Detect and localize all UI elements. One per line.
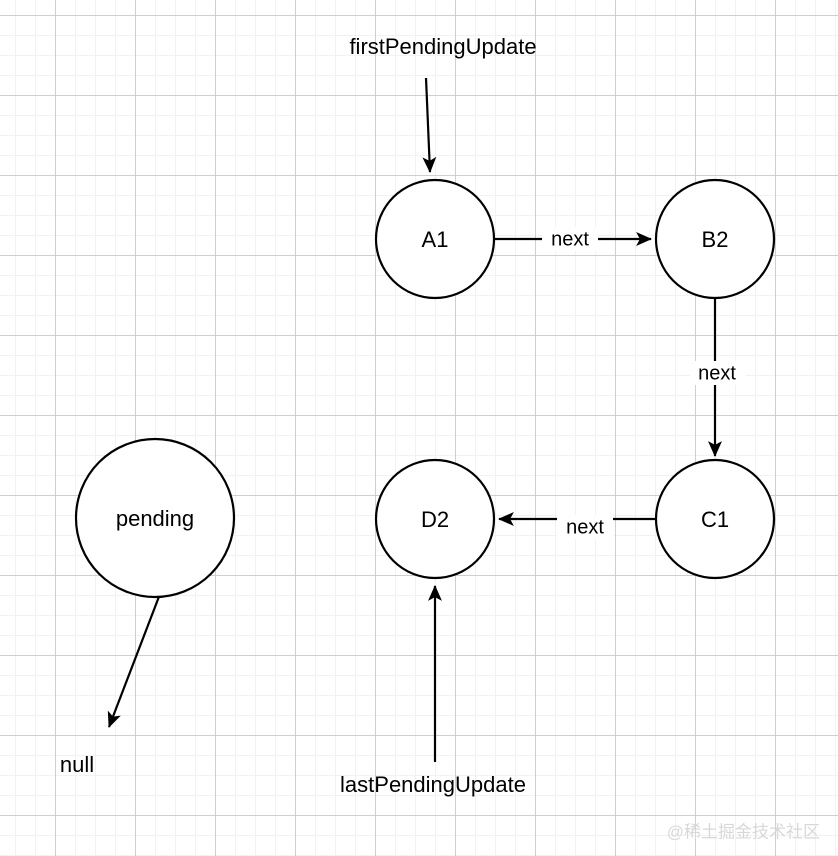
edge-b2-c1-label: next	[698, 362, 736, 384]
node-d2-circle[interactable]	[374, 458, 496, 580]
label-first-pending-update: firstPendingUpdate	[349, 34, 536, 59]
node-c1-label: C1	[701, 507, 729, 532]
pointer-pending-null	[107, 593, 162, 728]
edge-a1-b2-label: next	[551, 228, 589, 250]
node-b2-label: B2	[702, 227, 729, 252]
node-a1-label: A1	[422, 227, 449, 252]
node-pending-circle[interactable]	[74, 437, 236, 599]
node-c1-circle[interactable]	[654, 458, 776, 580]
edge-c1-d2-label-backdrop	[557, 515, 613, 539]
node-a1[interactable]: A1	[374, 178, 496, 300]
edge-a1-b2-label-backdrop	[542, 227, 598, 251]
first-pending-update-arrow	[422, 77, 437, 173]
node-d2-label: D2	[421, 507, 449, 532]
node-c1[interactable]: C1	[654, 458, 776, 580]
node-a1-circle[interactable]	[374, 178, 496, 300]
node-d2[interactable]: D2	[374, 458, 496, 580]
edge-c1-d2: next	[498, 512, 655, 539]
pending-null-arrow	[107, 593, 162, 728]
node-b2[interactable]: B2	[654, 178, 776, 300]
node-b2-circle[interactable]	[654, 178, 776, 300]
edge-c1-d2-label: next	[566, 516, 604, 538]
label-null: null	[60, 752, 94, 777]
edge-b2-c1: next	[690, 298, 746, 457]
edge-a1-b2: next	[495, 227, 652, 251]
label-last-pending-update: lastPendingUpdate	[340, 772, 526, 797]
edge-b2-c1-label-backdrop	[690, 361, 746, 385]
node-pending-label: pending	[116, 506, 194, 531]
node-pending[interactable]: pending	[74, 437, 236, 599]
watermark: @稀土掘金技术社区	[667, 822, 820, 841]
pointer-first-pending-update	[422, 77, 437, 173]
